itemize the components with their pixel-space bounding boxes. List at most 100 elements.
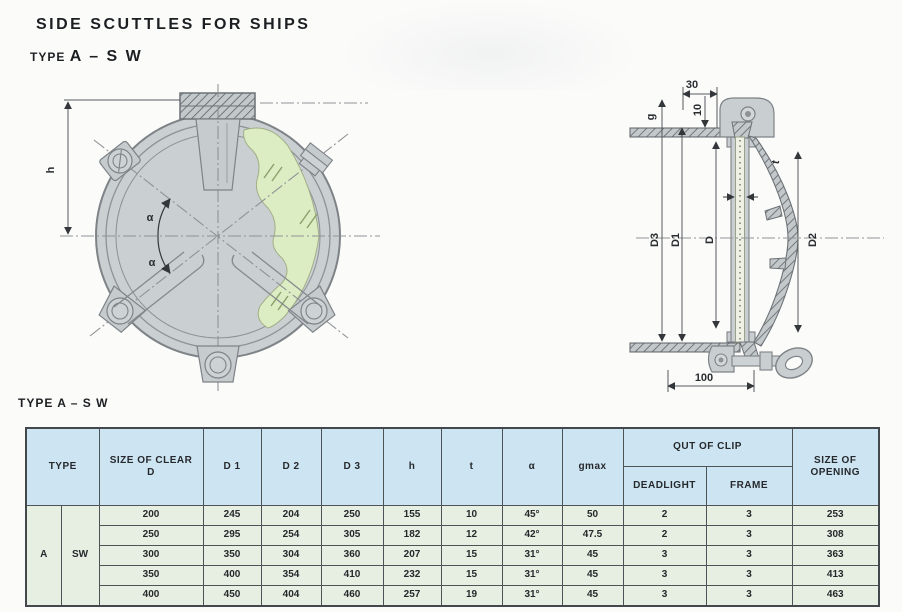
cell-t: 15: [440, 545, 503, 566]
cell-alpha: 45°: [501, 505, 563, 526]
cell-alpha: 31°: [501, 565, 563, 586]
table-section-label: TYPE A – S W: [18, 396, 108, 410]
cell-d3: 410: [320, 565, 384, 586]
cell-d1: 450: [202, 585, 262, 607]
table-header: TYPE SIZE OF CLEAR D D 1 D 2 D 3 h t α g…: [25, 427, 880, 506]
cell-d1: 295: [202, 525, 262, 546]
label-d: D: [704, 236, 716, 244]
cell-opening: 463: [791, 585, 880, 607]
header-d3: D 3: [320, 427, 384, 506]
cell-gmax: 45: [561, 585, 624, 607]
cell-t: 12: [440, 525, 503, 546]
cell-t: 10: [440, 505, 503, 526]
clip-right: [298, 142, 334, 177]
page-title: SIDE SCUTTLES FOR SHIPS: [36, 16, 311, 33]
cell-gmax: 50: [561, 505, 624, 526]
swing-bolt-arms: [113, 251, 323, 325]
hinge-section: [719, 97, 775, 139]
cell-d: 250: [98, 525, 204, 546]
cell-d: 400: [98, 585, 204, 607]
cell-d: 350: [98, 565, 204, 586]
clamp-eye-bolt: [707, 341, 813, 379]
cell-d2: 404: [260, 585, 322, 607]
header-size-of-clear-line2: D: [147, 467, 155, 478]
cell-gmax: 45: [561, 565, 624, 586]
cell-d3: 360: [320, 545, 384, 566]
alpha-angles: α α: [147, 198, 171, 274]
label-d2: D2: [807, 233, 819, 247]
header-out-of-clip: QUT OF CLIP: [622, 427, 793, 467]
header-alpha: α: [501, 427, 563, 506]
label-h: h: [45, 166, 57, 173]
cell-h: 155: [382, 505, 442, 526]
cell-deadlight: 3: [622, 545, 707, 566]
cell-d3: 250: [320, 505, 384, 526]
cell-t: 15: [440, 565, 503, 586]
label-alpha-lower: α: [149, 257, 156, 269]
cell-deadlight: 3: [622, 585, 707, 607]
lug-bottom: [196, 345, 240, 383]
cell-frame: 3: [705, 525, 793, 546]
t-dimension: t: [723, 159, 782, 201]
cell-deadlight: 2: [622, 525, 707, 546]
header-d2: D 2: [260, 427, 322, 506]
cell-deadlight: 3: [622, 565, 707, 586]
label-alpha-upper: α: [147, 212, 154, 224]
clip-upper-left: [99, 140, 141, 182]
cell-alpha: 42°: [501, 525, 563, 546]
dim-100: 100: [667, 370, 755, 392]
front-view-drawing: h α α: [45, 84, 380, 392]
cell-d: 200: [98, 505, 204, 526]
header-size-of-clear: SIZE OF CLEAR D: [98, 427, 204, 506]
label-dim-30: 30: [686, 79, 698, 91]
cell-opening: 308: [791, 525, 880, 546]
cell-deadlight: 2: [622, 505, 707, 526]
type-cell-series: SW: [60, 505, 100, 607]
header-size-of-clear-line1: SIZE OF CLEAR: [109, 454, 193, 466]
cell-opening: 363: [791, 545, 880, 566]
cell-d: 300: [98, 545, 204, 566]
type-subtitle-prefix: TYPE: [30, 50, 66, 64]
cell-d2: 354: [260, 565, 322, 586]
cell-d1: 245: [202, 505, 262, 526]
header-d1: D 1: [202, 427, 262, 506]
top-dimensions: 30 10 g: [645, 79, 718, 128]
label-g: g: [645, 114, 657, 121]
cell-d3: 305: [320, 525, 384, 546]
type-subtitle-value: A – S W: [69, 48, 143, 65]
table-section-label-prefix: TYPE: [18, 396, 54, 410]
diameter-dimensions: [658, 99, 802, 342]
deadlight-cover: [747, 135, 799, 347]
section-view-drawing: D3 D1 D D2 30 10 g t 100: [629, 79, 884, 392]
label-d1: D1: [670, 233, 682, 247]
cell-d1: 400: [202, 565, 262, 586]
shell-plates: [629, 127, 741, 353]
label-d3: D3: [649, 233, 661, 247]
lug-lower-right: [287, 285, 336, 334]
header-h: h: [382, 427, 442, 506]
cell-d1: 350: [202, 545, 262, 566]
header-frame: FRAME: [705, 466, 793, 506]
cell-t: 19: [440, 585, 503, 607]
label-dim-10: 10: [692, 104, 704, 116]
cell-d2: 304: [260, 545, 322, 566]
label-dim-100: 100: [695, 372, 713, 384]
cell-opening: 413: [791, 565, 880, 586]
cell-alpha: 31°: [501, 545, 563, 566]
h-dimension: h: [45, 99, 180, 235]
type-cell-letter: A: [25, 505, 62, 607]
cell-frame: 3: [705, 545, 793, 566]
header-gmax: gmax: [561, 427, 624, 506]
cell-h: 232: [382, 565, 442, 586]
header-type: TYPE: [25, 427, 100, 506]
cell-gmax: 47.5: [561, 525, 624, 546]
cell-frame: 3: [705, 505, 793, 526]
cell-h: 182: [382, 525, 442, 546]
cell-alpha: 31°: [501, 585, 563, 607]
